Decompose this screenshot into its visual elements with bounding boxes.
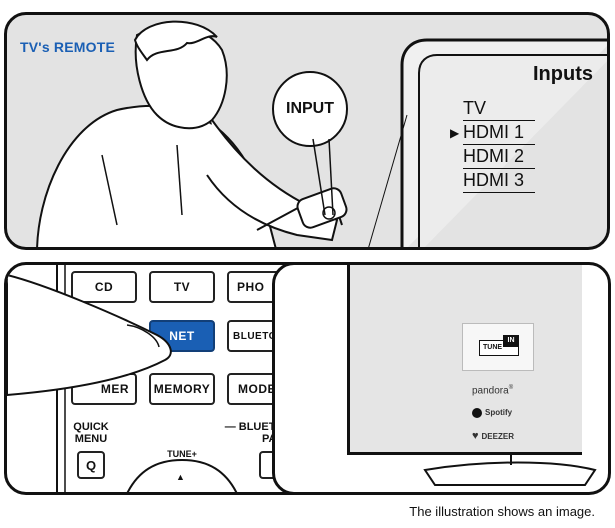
tunein-logo-text: TUNE bbox=[483, 344, 503, 351]
tv-stand bbox=[423, 455, 597, 486]
quick-menu-button[interactable]: Q bbox=[77, 451, 105, 479]
input-item-hdmi2[interactable]: HDMI 2 bbox=[463, 145, 535, 169]
quick-menu-label: QUICK MENU bbox=[73, 421, 109, 445]
tune-dial-arc bbox=[126, 458, 238, 492]
pandora-label: pandora bbox=[472, 385, 509, 397]
top-illustration-panel: TV's REMOTE INPUT Inputs TV ▶ HDMI 1 HDM… bbox=[4, 12, 610, 250]
remote-closeup-panel: CD TV PHO NET BLUETOO MER MEMORY MODE QU… bbox=[4, 262, 316, 495]
selection-arrow-icon: ▶ bbox=[450, 126, 460, 140]
tv-button[interactable]: TV bbox=[149, 271, 215, 303]
spotify-icon bbox=[472, 408, 482, 418]
spotify-service[interactable]: Spotify bbox=[472, 408, 512, 418]
heart-icon: ♥ bbox=[472, 430, 479, 442]
input-item-hdmi1[interactable]: HDMI 1 bbox=[463, 121, 535, 145]
input-button-callout: INPUT bbox=[272, 71, 348, 147]
deezer-service[interactable]: ♥DEEZER bbox=[472, 430, 514, 442]
tv-screen-frame bbox=[368, 38, 607, 247]
finger-pressing-illustration bbox=[7, 273, 172, 397]
cd-button[interactable]: CD bbox=[71, 271, 137, 303]
memory-button[interactable]: MEMORY bbox=[149, 373, 215, 405]
pandora-service[interactable]: pandora® bbox=[472, 385, 514, 397]
tv-display: TUNE IN pandora® Spotify ♥DEEZER bbox=[347, 265, 582, 455]
input-item-hdmi3[interactable]: HDMI 3 bbox=[463, 169, 535, 193]
spotify-label: Spotify bbox=[485, 408, 513, 418]
tunein-logo-in: IN bbox=[503, 335, 519, 347]
tunein-tile[interactable]: TUNE IN bbox=[462, 323, 534, 371]
tune-up-label: TUNE+ bbox=[167, 449, 197, 459]
input-item-tv[interactable]: TV bbox=[463, 97, 535, 121]
tune-up-arrow-icon[interactable]: ▲ bbox=[176, 472, 185, 482]
tv-remote-label: TV's REMOTE bbox=[20, 39, 115, 55]
inputs-menu-title: Inputs bbox=[533, 63, 593, 85]
deezer-label: DEEZER bbox=[481, 432, 514, 441]
illustration-caption: The illustration shows an image. bbox=[409, 504, 595, 519]
tv-net-screen-panel: TUNE IN pandora® Spotify ♥DEEZER bbox=[272, 262, 611, 495]
tunein-logo: TUNE IN bbox=[479, 335, 519, 356]
